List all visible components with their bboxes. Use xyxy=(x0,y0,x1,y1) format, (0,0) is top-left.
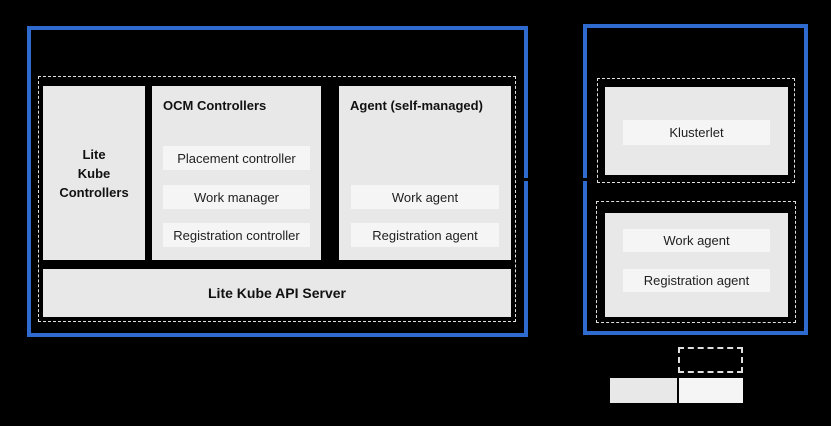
legend-gray-swatch xyxy=(610,378,677,403)
klusterlet-panel: Klusterlet xyxy=(605,87,788,175)
lite-kube-controllers-label: Lite Kube Controllers xyxy=(43,86,145,260)
klusterlet-dashed-group: Klusterlet xyxy=(597,78,795,183)
agent-self-managed-panel: Agent (self-managed) Work agent Registra… xyxy=(339,86,511,260)
lite-kube-api-server-bar: Lite Kube API Server xyxy=(43,269,511,317)
connector-notch-left xyxy=(523,178,529,181)
managed-cluster-box: Klusterlet Work agent Registration agent xyxy=(583,24,808,335)
managed-work-agent-chip: Work agent xyxy=(623,229,770,252)
lkc-line-2: Kube xyxy=(77,165,111,181)
managed-agents-dashed-group: Work agent Registration agent xyxy=(596,201,796,323)
lkc-line-3: Controllers xyxy=(59,184,129,200)
managed-agents-panel: Work agent Registration agent xyxy=(605,213,788,317)
hub-registration-agent-chip: Registration agent xyxy=(351,223,499,247)
legend-dashed-swatch xyxy=(678,347,743,373)
registration-controller-chip: Registration controller xyxy=(163,223,310,247)
connector-notch-right xyxy=(582,178,588,181)
hub-cluster-box: Lite Kube Controllers OCM Controllers Pl… xyxy=(27,26,528,337)
work-manager-chip: Work manager xyxy=(163,185,310,209)
ocm-controllers-title: OCM Controllers xyxy=(163,98,267,113)
legend-light-swatch xyxy=(679,378,743,403)
managed-registration-agent-chip: Registration agent xyxy=(623,269,770,292)
agent-self-managed-title: Agent (self-managed) xyxy=(350,98,483,113)
klusterlet-chip: Klusterlet xyxy=(623,120,770,145)
ocm-controllers-panel: OCM Controllers Placement controller Wor… xyxy=(152,86,321,260)
placement-controller-chip: Placement controller xyxy=(163,146,310,170)
hub-dashed-group: Lite Kube Controllers OCM Controllers Pl… xyxy=(38,76,516,322)
lite-kube-controllers-panel: Lite Kube Controllers xyxy=(43,86,145,260)
hub-work-agent-chip: Work agent xyxy=(351,185,499,209)
lkc-line-1: Lite xyxy=(82,146,106,162)
